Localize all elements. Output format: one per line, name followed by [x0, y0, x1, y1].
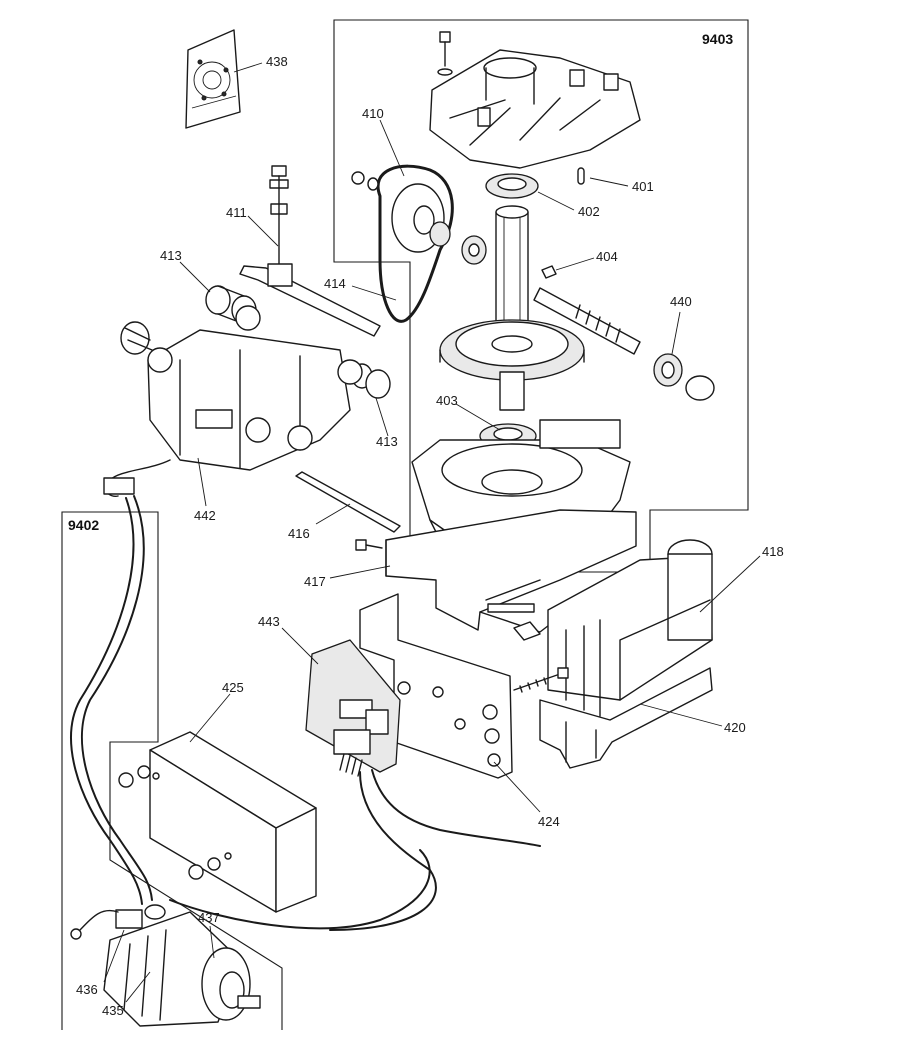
callout-413-lower: 413: [376, 434, 398, 449]
cover-screw: [437, 31, 453, 76]
box-nuts: [118, 765, 221, 880]
electronics-cover-box: [149, 731, 317, 913]
callout-440: 440: [670, 294, 692, 309]
callout-414: 414: [324, 276, 346, 291]
callout-416: 416: [288, 526, 310, 541]
worm-shaft: [533, 287, 641, 355]
callout-443: 443: [258, 614, 280, 629]
drive-belt: [376, 164, 454, 323]
callout-424: 424: [538, 814, 560, 829]
encoder-cable: [169, 849, 431, 930]
electric-motor: [120, 305, 363, 471]
support-rod: [295, 471, 401, 533]
group-label-9403: 9403: [702, 31, 733, 47]
callout-436: 436: [76, 982, 98, 997]
shaft-key: [541, 265, 557, 279]
group-label-9402: 9402: [68, 517, 99, 533]
bearing-cap: [685, 375, 715, 401]
pulley: [391, 183, 487, 265]
nut-washer: [351, 171, 379, 191]
output-shaft-gear: [439, 205, 585, 411]
callout-413-upper: 413: [160, 248, 182, 263]
dowel-pin: [577, 167, 585, 185]
housing-base: [539, 667, 713, 769]
cable-connector: [103, 477, 135, 495]
callout-442: 442: [194, 508, 216, 523]
frame-screw: [355, 539, 383, 551]
callout-418: 418: [762, 544, 784, 559]
callout-410: 410: [362, 106, 384, 121]
leader-lines: [103, 62, 761, 1003]
control-circuit-board: [305, 639, 401, 777]
encoder-motor: [103, 904, 261, 1027]
sensor-cable-loop-inner: [70, 497, 143, 905]
worm-bearing: [653, 353, 683, 387]
callout-411: 411: [226, 205, 247, 220]
callout-403: 403: [436, 393, 458, 408]
main-housing: [547, 539, 713, 717]
ground-terminal: [70, 928, 82, 940]
long-screw: [513, 667, 569, 693]
callout-402: 402: [578, 204, 600, 219]
callout-404: 404: [596, 249, 618, 264]
board-cable-bundle: [371, 769, 541, 847]
upper-bearing: [485, 173, 539, 199]
gasket-sheet: [185, 29, 241, 129]
callout-438: 438: [266, 54, 288, 69]
callout-401: 401: [632, 179, 654, 194]
callout-437: 437: [198, 910, 220, 925]
group-9402-frame: [61, 511, 283, 1030]
gearbox-top-cover: [429, 49, 641, 169]
sensor-cable-loop: [81, 495, 153, 901]
callout-417: 417: [304, 574, 326, 589]
mounting-frame: [385, 509, 637, 641]
callout-420: 420: [724, 720, 746, 735]
callout-425: 425: [222, 680, 244, 695]
ground-wire: [79, 909, 119, 931]
callout-435: 435: [102, 1003, 124, 1018]
tension-adjuster: [239, 165, 381, 337]
